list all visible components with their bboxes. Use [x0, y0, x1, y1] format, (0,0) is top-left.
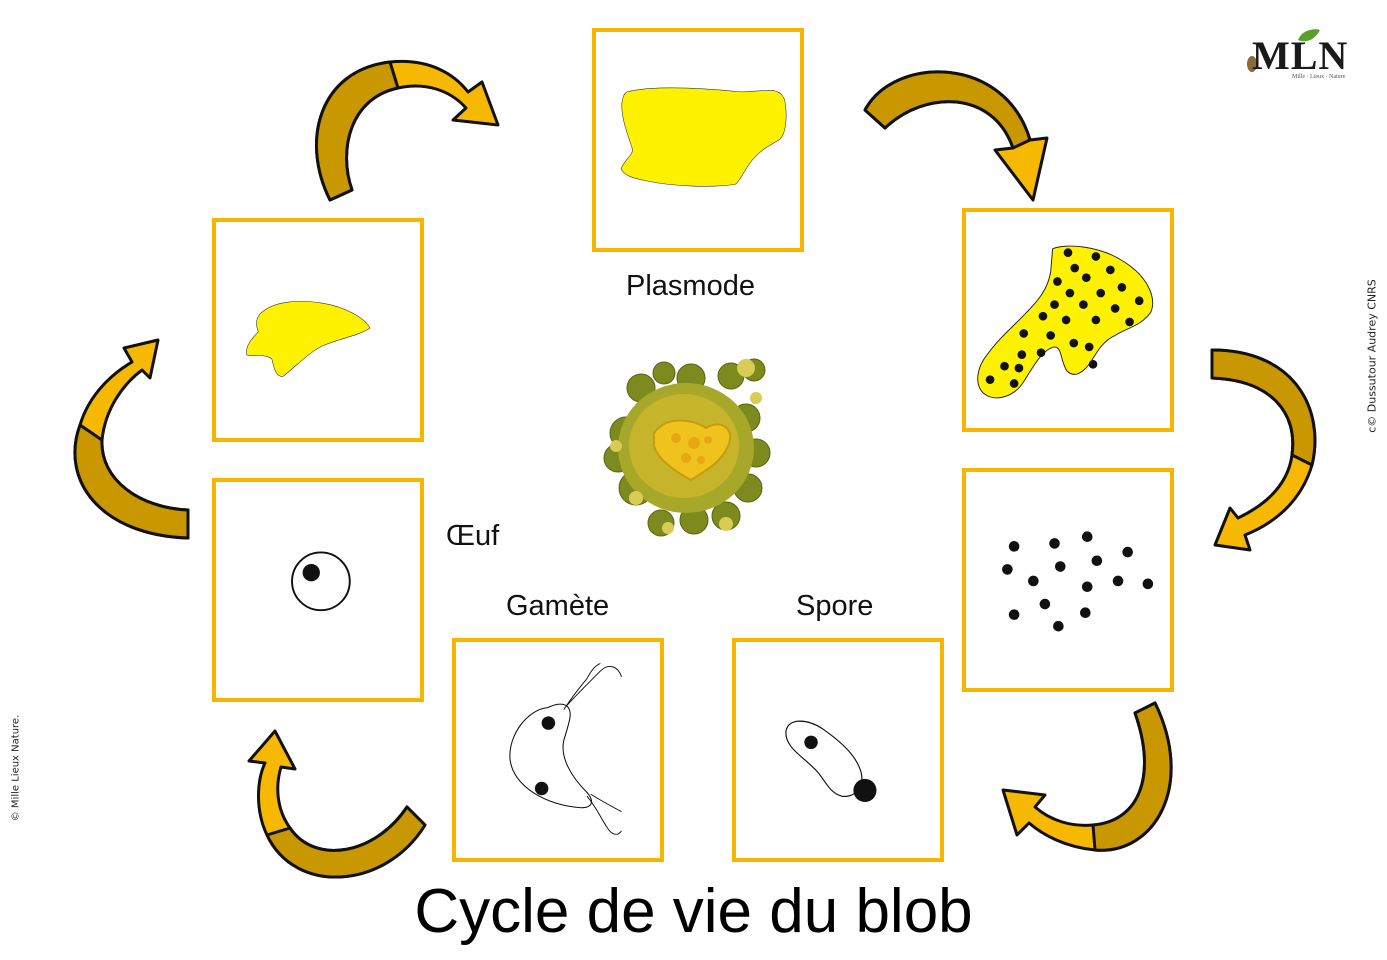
diagram-title: Cycle de vie du blob: [414, 877, 973, 946]
plasmode-label: Plasmode: [626, 270, 755, 302]
sporulating-blob: [977, 245, 1154, 399]
egg-cell: [291, 551, 351, 612]
mature-plasmode-frame: [962, 208, 1174, 432]
young-plasmode-blob: [246, 301, 371, 377]
plasmode-blob: [620, 87, 787, 187]
egg-frame: [212, 478, 424, 702]
nucleus: [804, 735, 818, 750]
spores-frame: [962, 468, 1174, 692]
spore-label: Spore: [796, 590, 874, 622]
gamete-nucleus-1: [541, 716, 556, 730]
plasmode-frame: [592, 28, 804, 252]
arrow-top-right: [863, 70, 1049, 202]
scattered-spores: [1002, 531, 1154, 632]
copyright-credit: © Mille Lieux Nature.: [10, 714, 22, 822]
egg-nucleus: [302, 564, 320, 582]
gametes: [509, 662, 622, 835]
arrow-bottom-left: [247, 729, 427, 879]
germinating-spore: [785, 720, 877, 802]
mln-logo: MLN Mille · Lieux · Nature: [1240, 26, 1368, 86]
arrow-top-left: [315, 59, 500, 202]
spore-body: [853, 778, 877, 802]
logo-text: MLN: [1252, 33, 1349, 78]
leaf-icon: [1247, 29, 1320, 72]
spore-dots: [985, 248, 1144, 388]
spore-frame: [732, 638, 944, 862]
gamete-frame: [452, 638, 664, 862]
arrow-right-upper: [1210, 348, 1317, 552]
gamete-label: Gamète: [506, 590, 610, 622]
arrow-left-upper: [73, 338, 190, 540]
arrow-right-lower: [1001, 701, 1173, 852]
gamete-nucleus-2: [534, 781, 549, 796]
photo-credit: c© Dussutour Audrey CNRS: [1365, 279, 1379, 433]
young-plasmode-frame: [212, 218, 424, 442]
blob-photo: [603, 358, 771, 537]
egg-label: Œuf: [446, 520, 500, 552]
logo-subtitle: Mille · Lieux · Nature: [1292, 74, 1346, 80]
